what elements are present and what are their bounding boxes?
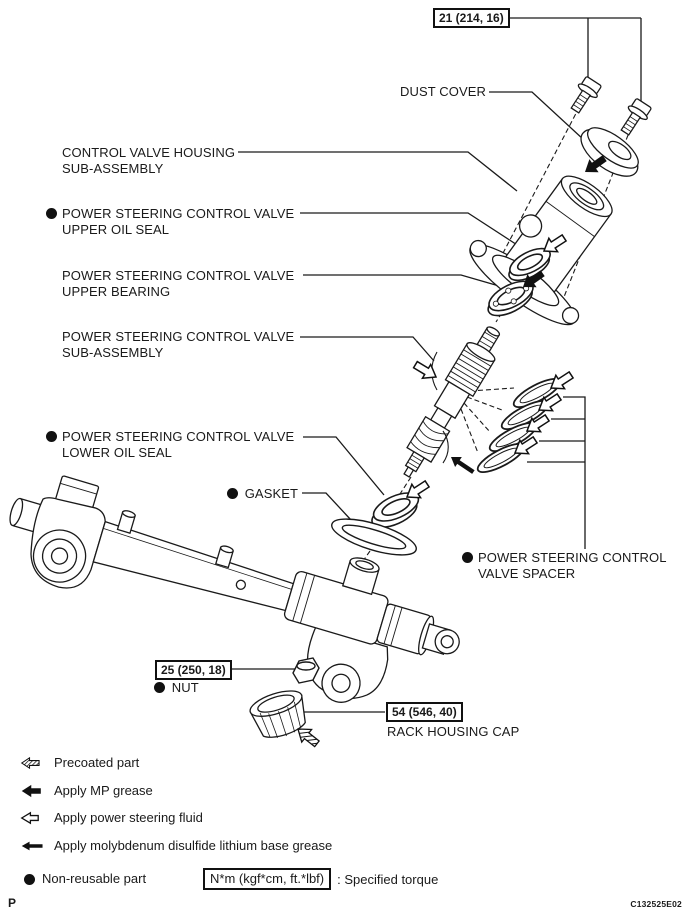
- legend-non-reusable: Non-reusable part: [24, 871, 146, 887]
- label-dust-cover: DUST COVER: [400, 84, 486, 100]
- label-text: UPPER OIL SEAL: [62, 221, 170, 237]
- legend-text: Apply molybdenum disulfide lithium base …: [54, 838, 333, 853]
- label-nut: NUT: [154, 680, 199, 696]
- ps-fluid-arrow: [410, 357, 441, 385]
- label-text: GASKET: [244, 486, 299, 501]
- legend-ps-fluid: Apply power steering fluid: [20, 810, 203, 826]
- outline-arrow-icon: [20, 811, 39, 825]
- label-text: LOWER OIL SEAL: [62, 444, 173, 460]
- label-text: POWER STEERING CONTROL VALVE: [62, 329, 295, 344]
- legend-precoated: Precoated part: [20, 755, 139, 771]
- legend-text: Non-reusable part: [42, 871, 147, 886]
- torque-spec-bolts: 21 (214, 16): [433, 8, 510, 28]
- legend-mp-grease: Apply MP grease: [20, 783, 153, 799]
- legend-moly-grease: Apply molybdenum disulfide lithium base …: [20, 838, 332, 854]
- label-text: POWER STEERING CONTROL: [478, 550, 667, 565]
- thin-solid-arrow-icon: [21, 841, 43, 851]
- nut-part: [292, 657, 320, 684]
- legend-text: Precoated part: [54, 755, 140, 770]
- label-text: POWER STEERING CONTROL VALVE: [62, 206, 295, 221]
- gasket-part: [331, 518, 417, 556]
- label-text: UPPER BEARING: [62, 283, 171, 299]
- non-reusable-bullet: [24, 873, 35, 885]
- label-gasket: GASKET: [227, 486, 298, 502]
- solid-arrow-icon: [21, 784, 41, 798]
- bolt: [570, 76, 652, 136]
- torque-spec-cap: 54 (546, 40): [386, 702, 463, 722]
- upper-bearing-part: [487, 280, 534, 317]
- non-reusable-bullet: [227, 488, 238, 499]
- legend-text: Apply MP grease: [54, 783, 153, 798]
- label-valve-spacer: POWER STEERING CONTROL VALVE SPACER: [462, 550, 667, 581]
- non-reusable-bullet: [46, 208, 57, 219]
- control-valve-part: [403, 326, 501, 478]
- label-rack-housing-cap: RACK HOUSING CAP: [387, 724, 519, 740]
- non-reusable-bullet: [462, 552, 473, 563]
- hatched-arrow-icon: [20, 756, 40, 770]
- label-text: RACK HOUSING CAP: [387, 724, 520, 739]
- torque-unit-box: N*m (kgf*cm, ft.*lbf): [203, 868, 332, 890]
- label-text: DUST COVER: [400, 84, 486, 99]
- label-text: POWER STEERING CONTROL VALVE: [62, 268, 295, 283]
- figure-code: C132525E02: [630, 899, 682, 909]
- label-lower-oil-seal: POWER STEERING CONTROL VALVE LOWER OIL S…: [46, 429, 294, 460]
- lower-oil-seal-part: [371, 492, 420, 529]
- label-text: SUB-ASSEMBLY: [62, 344, 164, 360]
- non-reusable-bullet: [46, 431, 57, 442]
- torque-spec-nut: 25 (250, 18): [155, 660, 232, 680]
- label-text: CONTROL VALVE HOUSING: [62, 145, 236, 160]
- label-text: NUT: [171, 680, 199, 695]
- dust-cover-part: [580, 127, 639, 177]
- label-text: VALVE SPACER: [478, 565, 576, 581]
- legend-text: Apply power steering fluid: [54, 810, 203, 825]
- label-text: SUB-ASSEMBLY: [62, 160, 164, 176]
- rack-housing-part: [9, 475, 460, 703]
- legend-text: : Specified torque: [337, 871, 439, 887]
- label-valve-sub-assembly: POWER STEERING CONTROL VALVE SUB-ASSEMBL…: [62, 329, 294, 360]
- label-upper-oil-seal: POWER STEERING CONTROL VALVE UPPER OIL S…: [46, 206, 294, 237]
- non-reusable-bullet: [154, 682, 165, 693]
- label-control-valve-housing: CONTROL VALVE HOUSING SUB-ASSEMBLY: [62, 145, 235, 176]
- rack-housing-cap-part: [249, 690, 306, 738]
- leader-lines: [219, 17, 642, 713]
- label-text: POWER STEERING CONTROL VALVE: [62, 429, 295, 444]
- label-upper-bearing: POWER STEERING CONTROL VALVE UPPER BEARI…: [62, 268, 294, 299]
- legend-specified-torque: N*m (kgf*cm, ft.*lbf) : Specified torque: [203, 868, 438, 890]
- moly-grease-arrow: [447, 452, 477, 478]
- page-marker: P: [8, 896, 17, 910]
